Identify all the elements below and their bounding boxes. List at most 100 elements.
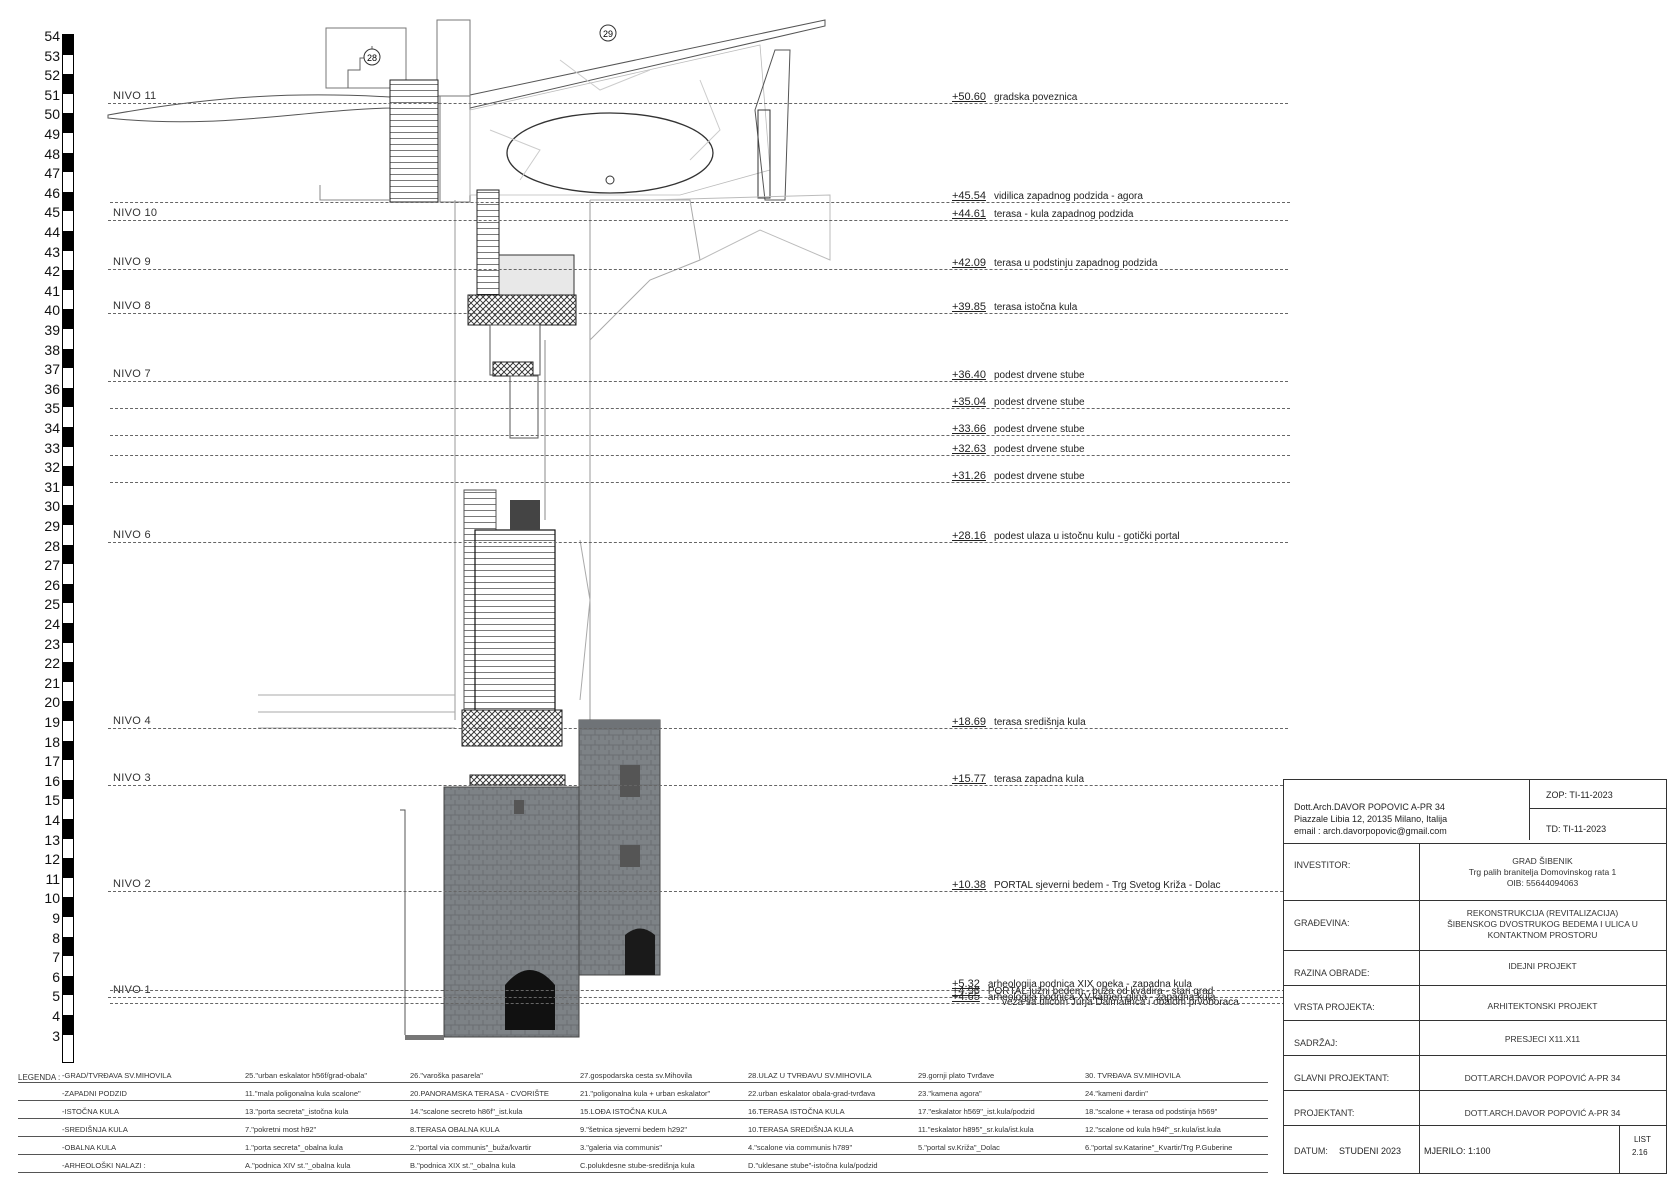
legend-item: 6."portal sv.Katarine"_Kvartir/Trg P.Gub… [1085, 1143, 1233, 1152]
scale-tick-label: 32 [44, 459, 60, 476]
level-line [110, 1003, 1290, 1005]
elevation-value: +4.65 [952, 991, 980, 1004]
scale-tick-label: 42 [44, 263, 60, 280]
zop-code: ZOP: TI-11-2023 [1546, 790, 1613, 800]
scale-tick-label: 35 [44, 400, 60, 417]
scale-segment [63, 740, 73, 761]
scale-tick-label: 7 [52, 949, 60, 966]
scale-tick-label: 12 [44, 851, 60, 868]
level-line [108, 542, 1288, 544]
scale-tick-label: 41 [44, 282, 60, 299]
scale-segment [63, 564, 73, 584]
scale-tick-label: 50 [44, 106, 60, 123]
legend-item: 1."porta secreta"_obalna kula [245, 1143, 343, 1152]
elevation-description: gradska poveznica [993, 91, 1078, 103]
scale-tick-label: 52 [44, 67, 60, 84]
elevation-description: terasa zapadna kula [993, 774, 1085, 786]
scale-tick-label: 23 [44, 635, 60, 652]
level-line [110, 990, 1290, 992]
legend-item: 11."mala poligonalna kula scalone" [245, 1089, 361, 1098]
scale-segment [63, 721, 73, 741]
scale-tick-label: 13 [44, 831, 60, 848]
scale-segment [63, 485, 73, 506]
elevation-description: arheologija podnica XV.kamen-glina - zap… [987, 992, 1216, 1004]
elevation-description: PORTAL sjeverni bedem - Trg Svetog Križa… [993, 879, 1221, 891]
scale-segment [63, 858, 73, 878]
legend-item: 18."scalone + terasa od podstinja h569" [1085, 1107, 1218, 1116]
scale-segment [63, 35, 73, 55]
height-scale-bar [62, 34, 74, 1063]
legend-group: -OBALNA KULA [62, 1143, 117, 1152]
legend-group: -GRAD/TVRĐAVA SV.MIHOVILA [62, 1071, 172, 1080]
legend-item: 25."urban eskalator h56f/grad-obala" [245, 1071, 368, 1080]
reference-label-29: 29 [603, 29, 613, 39]
nivo-label: NIVO 10 [113, 207, 158, 220]
elevation-value: +18.69 [952, 716, 986, 729]
scale-tick-label: 17 [44, 753, 60, 770]
elevation-value: +5.32 [952, 978, 980, 991]
legend-item: 28.ULAZ U TVRĐAVU SV.MIHOVILA [748, 1071, 872, 1080]
legend-divider [18, 1118, 1268, 1119]
legend-divider [18, 1172, 1268, 1173]
investitor-name: GRAD ŠIBENIK [1512, 856, 1573, 866]
legend-item: 27.gospodarska cesta sv.Mihovila [580, 1071, 693, 1080]
elevation-description: podest drvene stube [993, 396, 1085, 408]
legend-item: 11."eskalator h895"_sr.kula/ist.kula [918, 1125, 1034, 1134]
nivo-label: NIVO 11 [113, 89, 157, 102]
scale-tick-label: 26 [44, 576, 60, 593]
scale-segment [63, 172, 73, 192]
scale-tick-label: 11 [45, 870, 60, 887]
scale-tick-label: 14 [44, 812, 60, 828]
elevation-description: podest drvene stube [993, 470, 1085, 482]
scale-tick-label: 33 [44, 439, 60, 456]
legend-item: 23."kamena agora" [918, 1089, 982, 1098]
level-line [108, 102, 1288, 104]
scale-segment [63, 838, 73, 859]
elevation-description-2: veza sa ulicom Jurja Dalmatinca i obalom… [1002, 997, 1239, 1009]
legend-item: 26."varoška pasarela" [410, 1071, 483, 1080]
elevation-value: +31.26 [952, 469, 986, 482]
legend-item: 22.urban eskalator obala-grad-tvrđava [748, 1089, 876, 1098]
glavni-projektant-value: DOTT.ARCH.DAVOR POPOVIĆ A-PR 34 [1464, 1073, 1621, 1083]
level-line [108, 785, 1288, 787]
gradevina-line-2: ŠIBENSKOG DVOSTRUKOG BEDEMA I ULICA U [1447, 919, 1638, 929]
author-name: Dott.Arch.DAVOR POPOVIC A-PR 34 [1294, 802, 1445, 812]
vrsta-value: ARHITEKTONSKI PROJEKT [1487, 1001, 1598, 1011]
elevation-description: vidilica zapadnog podzida - agora [993, 190, 1143, 202]
legend-item: 5."portal sv.Križa"_Dolac [918, 1143, 1000, 1152]
scale-segment [63, 544, 73, 565]
scale-segment [63, 799, 73, 819]
scale-segment [63, 348, 73, 369]
scale-tick-label: 48 [44, 145, 60, 162]
elevation-value: +36.40 [952, 368, 986, 381]
nivo-label: NIVO 6 [113, 529, 151, 542]
scale-segment [63, 211, 73, 231]
level-line [108, 890, 1288, 892]
legend-item: 17."eskalator h569"_ist.kula/podzid [918, 1107, 1035, 1116]
scale-tick-label: 30 [44, 498, 60, 515]
scale-segment [63, 897, 73, 917]
elevation-annotation: +4.65 arheologija podnica XV.kamen-glina … [952, 991, 1215, 1003]
scale-tick-label: 25 [44, 596, 60, 613]
scale-tick-label: 18 [44, 733, 60, 750]
legend-item: C.polukdesne stube-središnja kula [580, 1161, 695, 1170]
legend-item: 20.PANORAMSKA TERASA - CVORIŠTE [410, 1089, 549, 1098]
legend-item: 29.gornji plato Tvrđave [918, 1071, 995, 1080]
list-number: 2.16 [1632, 1148, 1648, 1157]
elevation-description: terasa - kula zapadnog podzida [993, 209, 1134, 221]
elevation-description: podest ulaza u istočnu kulu - gotički po… [993, 531, 1180, 543]
scale-tick-label: 4 [52, 1008, 60, 1024]
scale-tick-label: 21 [44, 674, 60, 691]
scale-tick-label: 16 [44, 772, 60, 789]
scale-segment [63, 74, 73, 94]
scale-segment [63, 583, 73, 604]
nivo-label: NIVO 7 [113, 367, 151, 380]
sadrzaj-value: PRESJECI X11.X11 [1504, 1034, 1581, 1044]
